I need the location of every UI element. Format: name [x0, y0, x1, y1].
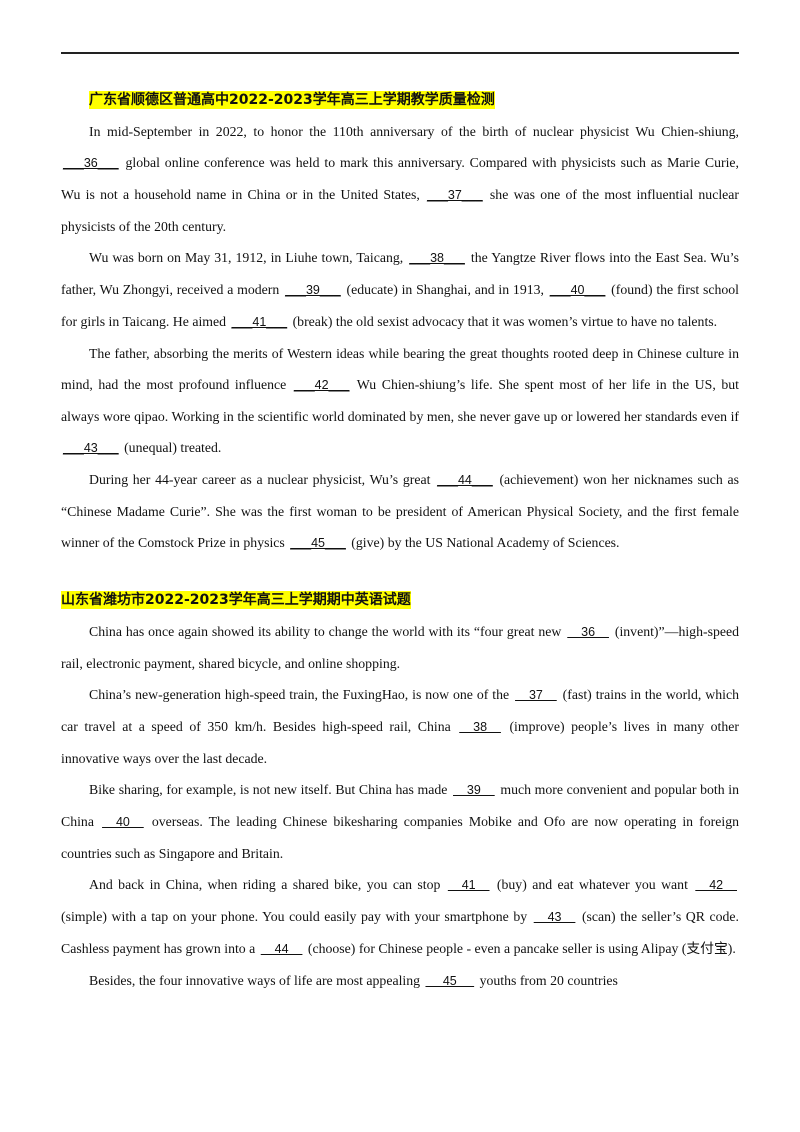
blank-44: 44 — [260, 942, 303, 956]
text-run: (simple) with a tap on your phone. You c… — [61, 909, 532, 924]
blank-38: ___38___ — [409, 251, 465, 265]
text-run: youths from 20 countries — [476, 973, 618, 988]
text-run: the Yangtze River flows into the East Se… — [61, 250, 739, 297]
text-run: (achievement) won her nicknames such as … — [61, 472, 740, 550]
section-2-paragraph-1: China has once again showed its ability … — [61, 616, 739, 679]
blank-36: ___36___ — [63, 156, 119, 170]
header-rule — [61, 52, 739, 54]
text-run: (choose) for Chinese people - even a pan… — [304, 941, 736, 956]
blank-43: 43 — [533, 910, 576, 924]
blank-36: 36 — [567, 625, 609, 639]
section-1-title-text: 广东省顺德区普通高中2022-2023学年高三上学期教学质量检测 — [89, 91, 495, 109]
text-run: Besides, the four innovative ways of lif… — [89, 973, 424, 988]
text-run: much more convenient and popular both in… — [61, 782, 739, 829]
text-run: In mid-September in 2022, to honor the 1… — [89, 124, 739, 139]
section-2-title: 山东省潍坊市2022-2023学年高三上学期期中英语试题 — [61, 590, 739, 610]
text-run: global online conference was held to mar… — [61, 155, 739, 202]
blank-41: ___41___ — [231, 315, 288, 329]
blank-43: ___43___ — [63, 441, 119, 455]
section-1-paragraph-2: Wu was born on May 31, 1912, in Liuhe to… — [61, 242, 739, 338]
text-run: (improve) people’s lives in many other i… — [61, 719, 739, 766]
text-run: overseas. The leading Chinese bikesharin… — [61, 814, 740, 861]
text-run: (unequal) treated. — [120, 440, 222, 455]
text-run: (give) by the US National Academy of Sci… — [347, 535, 620, 550]
blank-39: 39 — [453, 783, 495, 797]
text-run: And back in China, when riding a shared … — [89, 877, 446, 892]
section-2-title-text: 山东省潍坊市2022-2023学年高三上学期期中英语试题 — [61, 591, 411, 609]
blank-37: ___37___ — [427, 188, 483, 202]
text-run: Wu Chien-shiung’s life. She spent most o… — [61, 377, 739, 424]
section-1-paragraph-1: In mid-September in 2022, to honor the 1… — [61, 116, 739, 242]
section-2-paragraph-5: Besides, the four innovative ways of lif… — [61, 965, 739, 997]
blank-42: ___42___ — [293, 378, 350, 392]
section-2-paragraph-3: Bike sharing, for example, is not new it… — [61, 774, 739, 869]
text-run: During her 44-year career as a nuclear p… — [89, 472, 436, 487]
text-run: (found) the first school for girls in Ta… — [61, 282, 739, 329]
text-run: she was one of the most influential nucl… — [61, 187, 740, 234]
text-run: (scan) the seller’s QR code. Cashless pa… — [61, 909, 739, 956]
section-2-paragraph-2: China’s new-generation high-speed train,… — [61, 679, 739, 774]
blank-45: 45 — [425, 974, 475, 988]
text-run: Bike sharing, for example, is not new it… — [89, 782, 452, 797]
text-run: Wu was born on May 31, 1912, in Liuhe to… — [89, 250, 408, 265]
blank-40: 40 — [102, 815, 144, 829]
blank-45: ___45___ — [290, 536, 346, 550]
text-run: (buy) and eat whatever you want — [491, 877, 694, 892]
blank-42: 42 — [695, 878, 737, 892]
section-2-paragraph-4: And back in China, when riding a shared … — [61, 869, 739, 965]
document-page: 广东省顺德区普通高中2022-2023学年高三上学期教学质量检测 In mid-… — [61, 90, 739, 997]
section-1-paragraph-4: During her 44-year career as a nuclear p… — [61, 464, 739, 559]
text-run: China’s new-generation high-speed train,… — [89, 687, 514, 702]
blank-38: 38 — [459, 720, 501, 734]
text-run: (educate) in Shanghai, and in 1913, — [342, 282, 548, 297]
blank-44: ___44___ — [437, 473, 493, 487]
section-1-title: 广东省顺德区普通高中2022-2023学年高三上学期教学质量检测 — [89, 90, 739, 110]
text-run: China has once again showed its ability … — [89, 624, 566, 639]
text-run: The father, absorbing the merits of West… — [61, 346, 739, 392]
section-1-paragraph-3: The father, absorbing the merits of West… — [61, 338, 739, 464]
blank-37: 37 — [515, 688, 557, 702]
blank-39: ___39___ — [285, 283, 341, 297]
blank-41: 41 — [447, 878, 490, 892]
blank-40: ___40___ — [549, 283, 606, 297]
text-run: (break) the old sexist advocacy that it … — [289, 314, 718, 329]
text-run: (fast) trains in the world, which car tr… — [61, 687, 739, 734]
text-run: (invent)”—high-speed rail, electronic pa… — [61, 624, 739, 671]
